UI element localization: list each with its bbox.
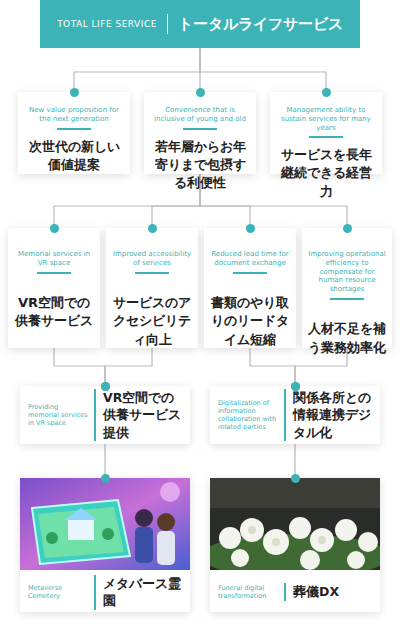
node-title: 関係各所との情報連携デジタル化 [284,389,372,442]
node-title: 人材不足を補う業務効率化 [302,320,392,358]
funeral-flowers-photo [210,478,380,570]
english-label: Providing memorial services in VR space [28,403,94,427]
node-title: 次世代の新しい価値提案 [18,138,130,174]
initiative-box: Providing memorial services in VR spaceV… [20,386,190,444]
initiative-box: Digitalization of information collaborat… [210,386,380,444]
connector-dot [50,224,59,233]
title-banner: TOTAL LIFE SERVICEトータルライフサービス [40,0,360,48]
node-title: 葬儀DX [284,583,339,601]
english-label: Management ability to sustain services f… [270,106,382,138]
connector-dot [70,88,79,97]
connector-dot [322,88,331,97]
connector-dot [291,382,300,391]
connector-line [54,348,105,386]
value-card: Convenience that is inclusive of young a… [144,92,256,174]
node-title: 書類のやり取りのリードタイム短縮 [204,294,296,351]
connector-line [105,348,152,386]
english-label: Digitalization of information collaborat… [218,399,284,432]
connector-dot [291,474,300,483]
feature-card: Improving operational efficiency to comp… [302,228,392,348]
node-title: サービスのアクセシビリティ向上 [106,294,198,351]
feature-card: Improved accessibility of services サービスのア… [106,228,198,348]
metaverse-illustration [20,478,190,570]
connector-line [74,48,200,92]
english-label: TOTAL LIFE SERVICE [57,14,168,34]
value-card: Management ability to sustain services f… [270,92,382,174]
english-label: Funeral digital transformation [218,584,284,600]
english-label: Metaverse Cemetery [28,584,94,600]
english-label: Improving operational efficiency to comp… [302,250,392,300]
english-label: Memorial services in VR space [8,250,100,274]
feature-card: Reduced lead time for document exchange 書… [204,228,296,348]
connector-dot [196,88,205,97]
english-label: Reduced lead time for document exchange [204,250,296,274]
caption-row: Metaverse Cemeteryメタバース霊園 [20,572,190,612]
node-title: メタバース霊園 [94,575,182,610]
node-title: VR空間での供養サービス提供 [94,389,182,442]
english-label: New value proposition for the next gener… [18,106,130,130]
connector-dot [101,382,110,391]
connector-line [200,48,326,92]
connector-line [250,348,295,386]
english-label: Improved accessibility of services [106,250,198,274]
connector-dot [101,474,110,483]
feature-card: Memorial services in VR spaceVR空間での供養サービ… [8,228,100,348]
caption-row: Funeral digital transformation葬儀DX [210,572,380,612]
connector-dot [343,224,352,233]
connector-line [294,444,295,478]
connector-dot [148,224,157,233]
node-title: サービスを長年継続できる経営力 [270,146,382,201]
english-label: Convenience that is inclusive of young a… [144,106,256,130]
connector-line [104,444,105,478]
value-card: New value proposition for the next gener… [18,92,130,174]
node-title: 若年層からお年寄りまで包摂する利便性 [144,138,256,193]
node-title: VR空間での供養サービス [8,294,100,332]
node-title: トータルライフサービス [168,14,343,34]
connector-dot [246,224,255,233]
